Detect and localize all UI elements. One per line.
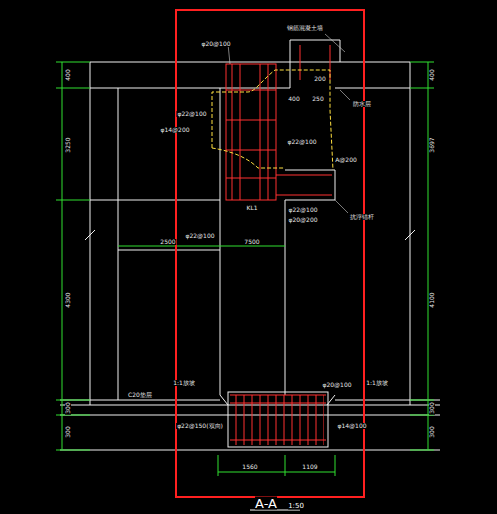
- annotation-text: φ20@100: [321, 382, 352, 388]
- annotation-text: 1:1放坡: [365, 380, 389, 386]
- dimension-text: 300: [429, 401, 435, 414]
- annotation-text: 防水层: [352, 101, 372, 107]
- dimension-text: 3697: [429, 136, 435, 153]
- annotation-text: A@200: [334, 157, 358, 163]
- annotation-text: φ20@200: [287, 217, 318, 223]
- dimension-text: 4100: [429, 291, 435, 308]
- annotation-text: 1109: [301, 464, 318, 470]
- annotation-text: 250: [311, 96, 324, 102]
- annotation-text: 200: [313, 76, 326, 82]
- annotation-text: 400: [287, 96, 300, 102]
- dimension-text: 4300: [65, 291, 71, 308]
- section-title: A-A: [255, 497, 277, 510]
- annotation-text: KL1: [245, 205, 258, 211]
- dimension-text: 3250: [65, 136, 71, 153]
- annotation-text: C20垫层: [127, 392, 153, 398]
- annotation-text: φ22@100: [286, 139, 317, 145]
- annotation-text: φ14@100: [336, 423, 367, 429]
- dimension-text: 400: [65, 68, 71, 81]
- annotation-text: φ22@100: [176, 111, 207, 117]
- scale-label: 1:50: [288, 503, 304, 510]
- dimension-text: 300: [429, 425, 435, 438]
- annotation-text: φ22@100: [287, 207, 318, 213]
- dimension-text: 300: [65, 425, 71, 438]
- dimension-text: 300: [65, 401, 71, 414]
- annotation-text: 1:1放坡: [172, 380, 196, 386]
- annotation-text: φ20@100: [200, 41, 231, 47]
- annotation-text: 7500: [243, 239, 260, 245]
- annotation-text: 1560: [241, 464, 258, 470]
- annotation-text: φ22@150(双向): [176, 423, 224, 429]
- annotation-text: φ14@200: [159, 127, 190, 133]
- dimension-text: 400: [429, 68, 435, 81]
- annotation-text: 抗浮锚杆: [349, 214, 375, 220]
- annotation-text: φ22@100: [184, 233, 215, 239]
- annotation-text: 钢筋混凝土墙: [286, 25, 324, 31]
- annotation-text: 2500: [159, 239, 176, 245]
